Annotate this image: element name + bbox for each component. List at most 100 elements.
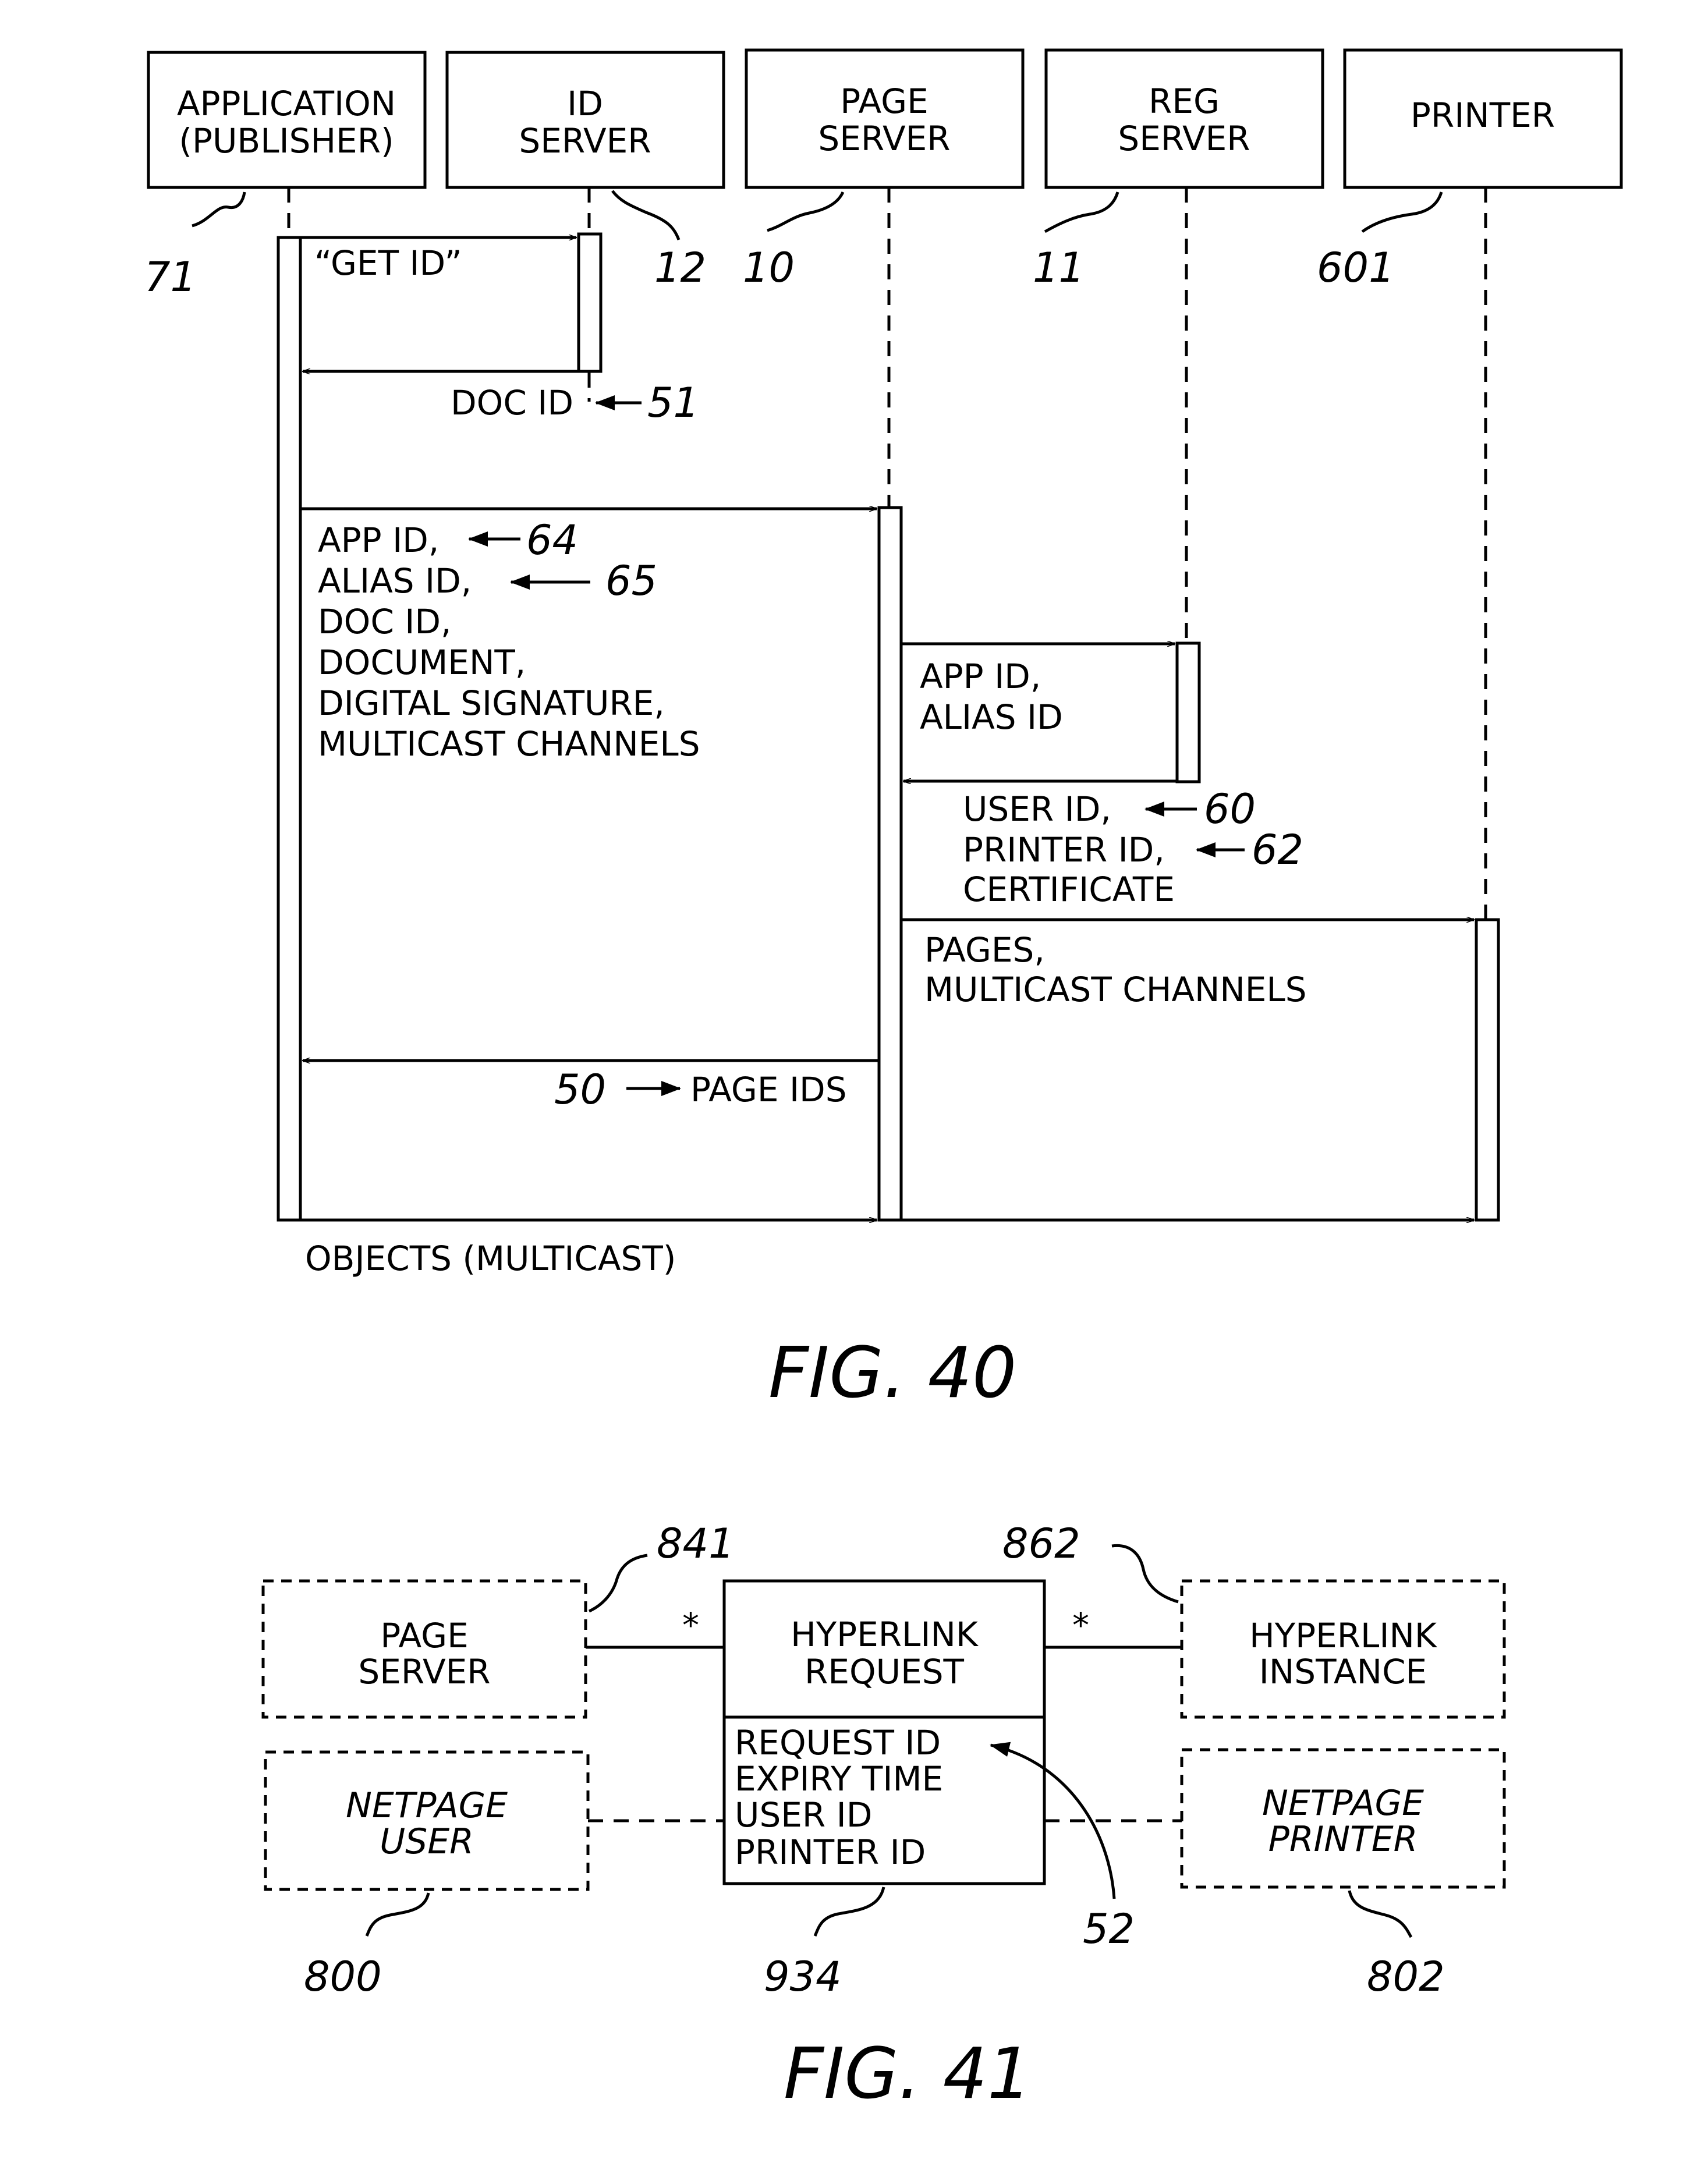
leader-line bbox=[1044, 192, 1119, 233]
leader-line bbox=[588, 1554, 648, 1613]
ref-71: 71 bbox=[144, 253, 196, 301]
leader-line bbox=[1361, 192, 1443, 233]
participant-label-line1: PRINTER bbox=[1411, 95, 1555, 135]
participant-application-publisher: APPLICATION (PUBLISHER) bbox=[147, 51, 427, 189]
ref-841: 841 bbox=[657, 1520, 735, 1568]
message-param: MULTICAST CHANNELS bbox=[924, 970, 1307, 1009]
message-label-doc-id: DOC ID bbox=[451, 383, 573, 423]
message-param: CERTIFICATE bbox=[963, 870, 1175, 909]
participant-label-line1: APPLICATION bbox=[177, 84, 396, 123]
class-netpage-user: NETPAGE USER 800 bbox=[264, 1750, 590, 2001]
message-param: PAGES, bbox=[924, 930, 1045, 970]
message-param: PRINTER ID, bbox=[963, 830, 1165, 870]
message-get-id: “GET ID” bbox=[300, 237, 576, 283]
leader-arrow bbox=[990, 1742, 1116, 1899]
class-label-line1: NETPAGE bbox=[346, 1785, 508, 1826]
ref-802: 802 bbox=[1367, 1953, 1445, 2001]
class-netpage-printer: NETPAGE PRINTER 802 bbox=[1180, 1748, 1506, 2001]
class-label-line1: HYPERLINK bbox=[791, 1615, 979, 1654]
message-param: MULTICAST CHANNELS bbox=[318, 724, 700, 764]
multiplicity-left: * bbox=[682, 1605, 699, 1645]
fig41-refs: 841 862 52 bbox=[588, 1520, 1179, 1953]
associations: * * bbox=[586, 1605, 1182, 1822]
class-label-line2: PRINTER bbox=[1268, 1819, 1418, 1860]
class-attribute: USER ID bbox=[735, 1795, 872, 1835]
ref-934: 934 bbox=[764, 1953, 842, 2001]
class-attribute: PRINTER ID bbox=[735, 1832, 926, 1872]
class-hyperlink-instance: HYPERLINK INSTANCE bbox=[1180, 1579, 1506, 1719]
leader-line bbox=[611, 190, 681, 240]
class-label-line1: PAGE bbox=[380, 1616, 469, 1655]
message-param: DOC ID, bbox=[318, 602, 451, 641]
class-page-server: PAGE SERVER bbox=[261, 1579, 587, 1719]
leader-line bbox=[365, 1892, 430, 1937]
ref-12: 12 bbox=[654, 244, 706, 292]
class-label-line2: USER bbox=[380, 1821, 474, 1862]
figure-caption-40: FIG. 40 bbox=[768, 1333, 1016, 1414]
message-label-page-ids: PAGE IDS bbox=[690, 1070, 847, 1109]
message-from-reg-server: USER ID, PRINTER ID, CERTIFICATE 60 62 bbox=[903, 781, 1303, 909]
participant-label-line1: ID bbox=[567, 84, 603, 123]
activation-page-server bbox=[877, 506, 903, 1222]
participant-reg-server: REG SERVER bbox=[1044, 48, 1324, 189]
participant-id-server: ID SERVER bbox=[445, 51, 725, 189]
figure-caption-41: FIG. 41 bbox=[784, 2034, 1032, 2115]
ref-51: 51 bbox=[647, 379, 699, 427]
activation-reg-server bbox=[1175, 641, 1201, 783]
participant-page-server: PAGE SERVER bbox=[745, 48, 1025, 189]
message-param: ALIAS ID, bbox=[318, 561, 472, 601]
class-hyperlink-request: HYPERLINK REQUEST REQUEST ID EXPIRY TIME… bbox=[722, 1579, 1046, 2001]
participant-printer: PRINTER bbox=[1343, 48, 1623, 189]
participant-label-line1: PAGE bbox=[840, 81, 929, 121]
participant-label-line2: (PUBLISHER) bbox=[179, 121, 394, 161]
ref-10: 10 bbox=[743, 244, 795, 292]
class-attribute: REQUEST ID bbox=[735, 1723, 941, 1763]
message-page-ids: 50 PAGE IDS bbox=[303, 1061, 879, 1114]
message-doc-id: DOC ID 51 bbox=[303, 371, 699, 427]
lifelines bbox=[287, 187, 1487, 920]
participant-label-line2: SERVER bbox=[1118, 119, 1250, 158]
message-to-page-server: APP ID, ALIAS ID, DOC ID, DOCUMENT, DIGI… bbox=[300, 509, 877, 764]
participant-label-line2: SERVER bbox=[519, 121, 651, 161]
ref-64: 64 bbox=[526, 516, 578, 564]
participant-label-line1: REG bbox=[1149, 81, 1220, 121]
ref-60: 60 bbox=[1204, 785, 1256, 833]
leader-line bbox=[767, 191, 845, 232]
message-to-printer: PAGES, MULTICAST CHANNELS bbox=[901, 920, 1474, 1009]
activation-printer bbox=[1475, 918, 1500, 1222]
class-label-line2: REQUEST bbox=[805, 1652, 965, 1692]
ref-62: 62 bbox=[1252, 826, 1303, 874]
message-param: APP ID, bbox=[920, 657, 1041, 696]
class-attribute: EXPIRY TIME bbox=[735, 1759, 943, 1799]
message-label-objects: OBJECTS (MULTICAST) bbox=[305, 1239, 676, 1278]
participant-label-line2: SERVER bbox=[818, 119, 950, 158]
leader-line bbox=[1348, 1890, 1413, 1938]
message-to-reg-server: APP ID, ALIAS ID bbox=[901, 644, 1175, 737]
leader-line bbox=[192, 192, 246, 228]
activation-id-server bbox=[577, 232, 603, 373]
message-param: APP ID, bbox=[318, 520, 439, 560]
ref-862: 862 bbox=[1002, 1520, 1080, 1568]
message-param: DIGITAL SIGNATURE, bbox=[318, 683, 665, 723]
message-param: USER ID, bbox=[963, 789, 1111, 829]
class-label-line2: SERVER bbox=[358, 1652, 490, 1692]
class-label-line1: NETPAGE bbox=[1262, 1783, 1424, 1824]
multiplicity-right: * bbox=[1072, 1605, 1089, 1645]
ref-65: 65 bbox=[605, 557, 657, 605]
leader-line bbox=[813, 1887, 885, 1937]
leader-line bbox=[1111, 1544, 1179, 1604]
participant-refs: 71 12 10 11 601 bbox=[144, 190, 1443, 301]
activation-application bbox=[277, 236, 302, 1222]
message-objects-multicast: OBJECTS (MULTICAST) bbox=[300, 1220, 1474, 1278]
ref-11: 11 bbox=[1033, 244, 1085, 292]
class-label-line1: HYPERLINK bbox=[1249, 1616, 1438, 1655]
ref-800: 800 bbox=[304, 1953, 382, 2001]
ref-601: 601 bbox=[1317, 244, 1395, 292]
ref-52: 52 bbox=[1083, 1905, 1135, 1953]
ref-50: 50 bbox=[554, 1066, 606, 1114]
class-label-line2: INSTANCE bbox=[1259, 1652, 1427, 1692]
activation-bars bbox=[277, 232, 1500, 1222]
message-param: DOCUMENT, bbox=[318, 643, 526, 682]
